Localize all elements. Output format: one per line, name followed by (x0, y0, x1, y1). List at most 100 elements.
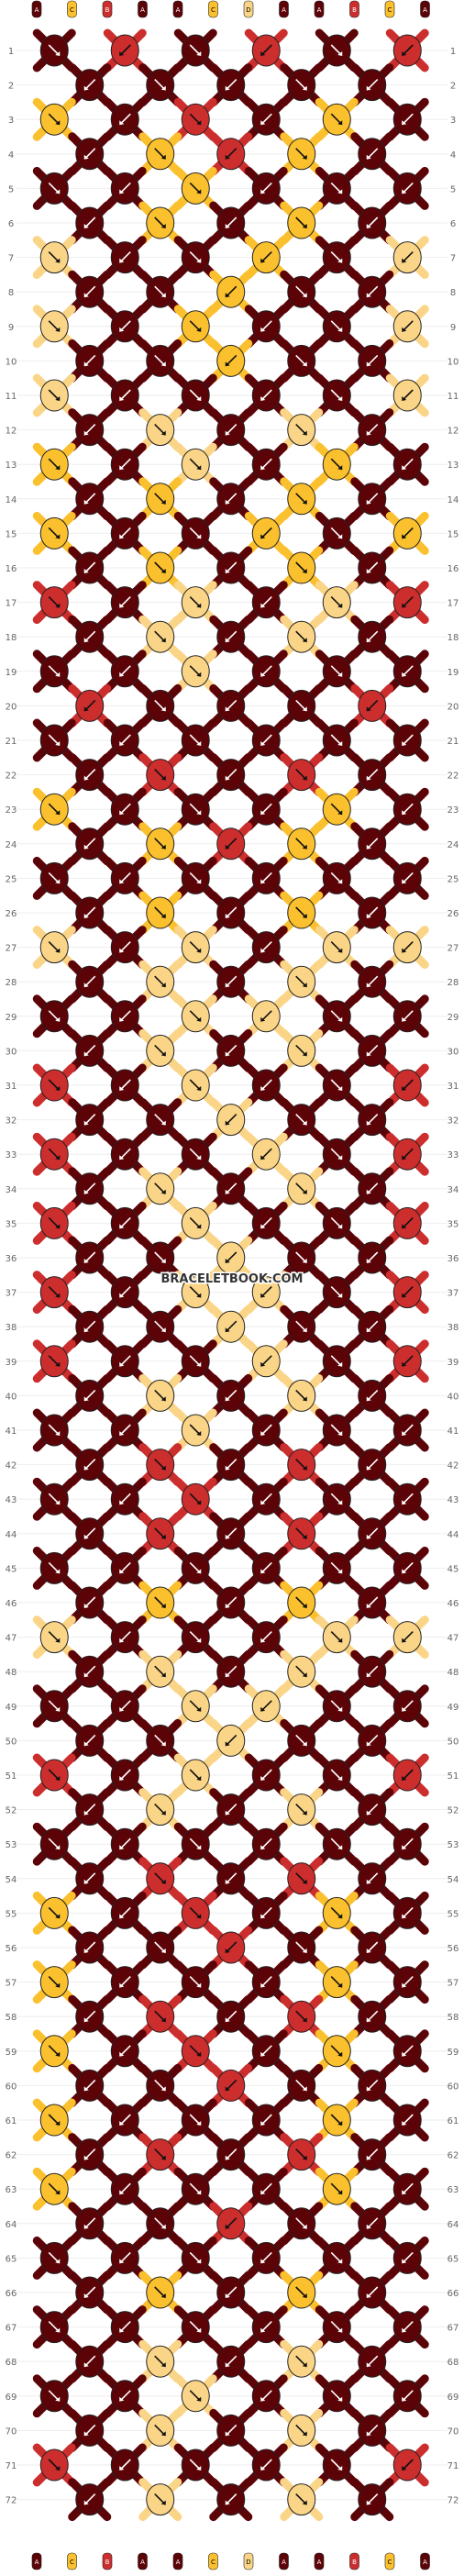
knot-arrow-icon (295, 975, 307, 987)
row-number-left: 61 (6, 2116, 17, 2126)
knot-arrow-icon (402, 2251, 414, 2263)
knot-arrow-icon (119, 1700, 131, 1712)
knot-arrow-icon (330, 1424, 342, 1436)
knot-arrowhead-icon (302, 430, 307, 436)
knot-arrowhead-icon (160, 1949, 166, 1953)
knot-arrow-icon (48, 2182, 60, 2194)
row-number-right: 47 (447, 1634, 459, 1644)
knot-arrow-icon (402, 1700, 414, 1712)
knot-arrow-icon (154, 1734, 166, 1746)
knot-arrow-icon (260, 1286, 272, 1298)
knot-arrow-icon (402, 2390, 414, 2402)
knot-arrow-icon (367, 2217, 379, 2229)
knot-arrow-icon (119, 527, 131, 539)
knot-arrow-icon (189, 113, 201, 125)
string-marker-top (420, 0, 430, 18)
knot-arrow-icon (260, 1906, 272, 1918)
knot-arrowhead-icon (337, 948, 343, 953)
knot-arrow-icon (48, 596, 60, 608)
knot-arrow-icon (295, 1320, 307, 1332)
knot-arrow-icon (330, 2390, 342, 2402)
knot-arrowhead-icon (83, 1672, 89, 1678)
knot-arrowhead-icon (260, 2259, 266, 2264)
knot-arrowhead-icon (225, 224, 230, 228)
knot-arrowhead-icon (337, 465, 343, 471)
knot-arrow-icon (330, 1631, 342, 1643)
row-number-left: 62 (6, 2151, 17, 2161)
knot-arrowhead-icon (83, 2155, 89, 2160)
knot-arrow-icon (260, 1493, 272, 1505)
knot-arrowhead-icon (402, 1706, 407, 1712)
knot-arrowhead-icon (337, 741, 343, 746)
knot-arrowhead-icon (83, 569, 89, 573)
knot-arrow-icon (367, 975, 379, 987)
knot-arrowhead-icon (366, 154, 371, 160)
knot-arrow-icon (367, 769, 379, 781)
knot-arrowhead-icon (83, 1465, 89, 1471)
knot-arrowhead-icon (196, 120, 202, 126)
knot-arrow-icon (119, 941, 131, 953)
string-letter-top: C (70, 6, 74, 14)
knot-arrow-icon (189, 527, 201, 539)
knot-arrowhead-icon (160, 1534, 166, 1539)
knot-arrowhead-icon (337, 1086, 343, 1091)
row-number-left: 44 (6, 1530, 17, 1540)
row-number-right: 6 (450, 219, 456, 229)
row-number-left: 15 (6, 529, 17, 539)
string-letter-top: A (423, 6, 427, 14)
knot-arrowhead-icon (83, 1327, 89, 1333)
knot-arrowhead-icon (55, 1638, 61, 1643)
knot-arrowhead-icon (260, 603, 266, 608)
knot-arrowhead-icon (83, 2293, 89, 2298)
knot-arrow-icon (330, 2045, 342, 2057)
row-number-left: 2 (8, 82, 14, 92)
knot-arrowhead-icon (260, 1224, 266, 1229)
knot-arrowhead-icon (337, 1845, 343, 1850)
row-number-left: 3 (8, 116, 14, 126)
knot-arrowhead-icon (260, 327, 266, 332)
knot-arrowhead-icon (402, 2466, 407, 2471)
knot-arrow-icon (295, 1183, 307, 1194)
knot-arrowhead-icon (402, 741, 407, 746)
knot-arrow-icon (84, 906, 96, 918)
knot-arrow-icon (226, 1389, 238, 1401)
knot-arrow-icon (226, 1527, 238, 1539)
knot-arrow-icon (295, 424, 307, 436)
string-letter-bottom: A (35, 2559, 39, 2566)
row-number-left: 19 (6, 668, 17, 678)
knot-arrowhead-icon (225, 1741, 230, 1747)
knot-arrow-icon (154, 424, 166, 436)
row-number-left: 10 (6, 357, 17, 367)
knot-arrow-icon (154, 285, 166, 297)
knot-arrow-icon (295, 79, 307, 91)
knot-arrow-icon (402, 1561, 414, 1573)
knot-arrow-icon (154, 1459, 166, 1471)
knot-arrowhead-icon (337, 258, 343, 263)
knot-arrow-icon (226, 2424, 238, 2436)
knot-arrow-icon (295, 1389, 307, 1401)
string-marker-bottom (349, 2552, 359, 2570)
knot-arrow-icon (48, 1216, 60, 1228)
knot-arrow-icon (367, 2286, 379, 2298)
knot-arrow-icon (154, 148, 166, 160)
knot-arrowhead-icon (83, 1259, 89, 1263)
knot-arrow-icon (402, 1010, 414, 1022)
knot-arrow-icon (48, 2459, 60, 2471)
knot-arrow-icon (226, 1596, 238, 1608)
knot-arrowhead-icon (260, 2466, 266, 2471)
knot-arrow-icon (119, 1631, 131, 1643)
knot-arrow-icon (330, 1493, 342, 1505)
knot-arrow-icon (84, 2149, 96, 2160)
knot-arrow-icon (84, 1459, 96, 1471)
row-number-left: 66 (6, 2289, 17, 2299)
knot-arrow-icon (295, 2286, 307, 2298)
knot-arrowhead-icon (260, 396, 266, 401)
knot-arrow-icon (260, 2321, 272, 2333)
knot-arrowhead-icon (83, 2362, 89, 2368)
knot-arrowhead-icon (260, 1500, 266, 1505)
row-number-left: 21 (6, 737, 17, 747)
knot-arrowhead-icon (196, 1706, 202, 1712)
knot-arrowhead-icon (337, 2190, 343, 2195)
knot-arrowhead-icon (83, 430, 89, 436)
